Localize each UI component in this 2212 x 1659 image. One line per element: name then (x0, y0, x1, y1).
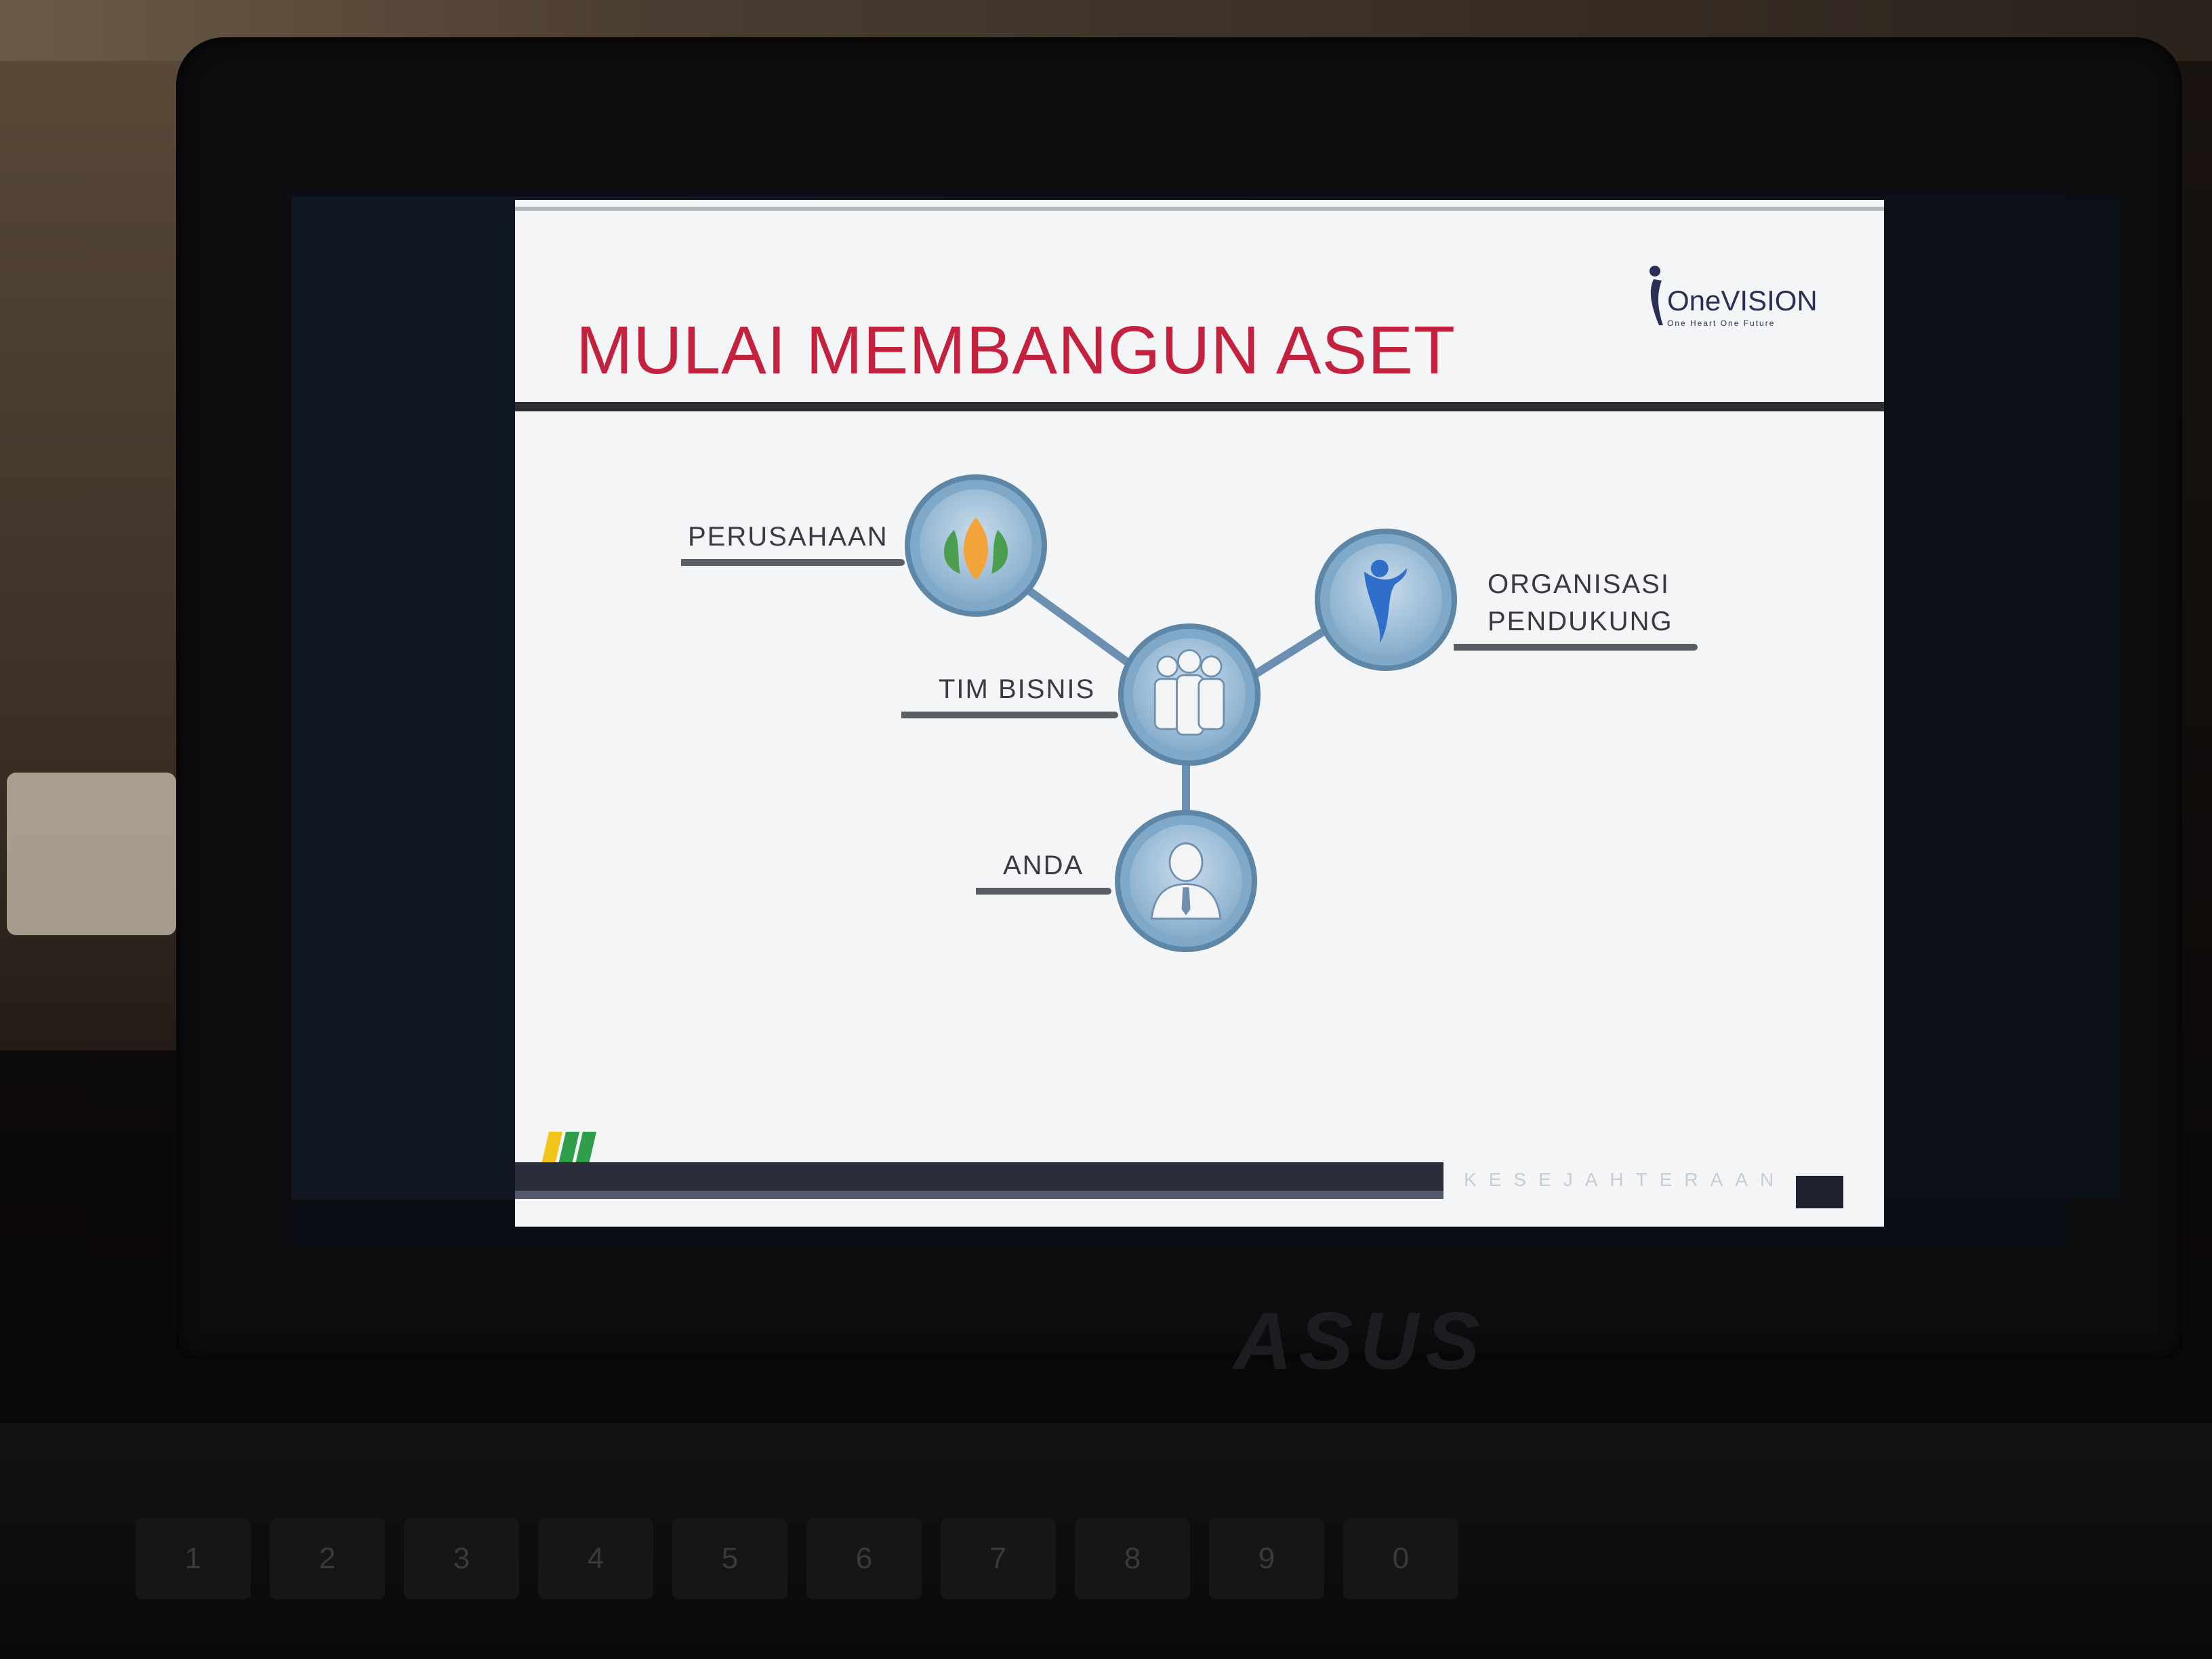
logo-tagline: One Heart One Future (1667, 319, 1776, 328)
label-support-org-line1: ORGANISASI (1488, 569, 1670, 599)
key-4[interactable]: 4 (538, 1518, 653, 1599)
team-node (1118, 623, 1261, 766)
key-5[interactable]: 5 (672, 1518, 787, 1599)
key-8[interactable]: 8 (1075, 1518, 1190, 1599)
label-you: ANDA (1003, 851, 1084, 880)
label-company-underline (681, 559, 905, 566)
key-6[interactable]: 6 (806, 1518, 922, 1599)
footer-bar-lower (515, 1191, 1443, 1199)
you-node (1115, 810, 1257, 952)
person-icon (1150, 842, 1222, 920)
support-org-node (1315, 529, 1457, 671)
key-1[interactable]: 1 (136, 1518, 251, 1599)
presentation-slide: OneVISION One Heart One Future MULAI MEM… (515, 200, 1884, 1227)
title-rule (515, 402, 1884, 411)
label-you-underline (976, 888, 1111, 895)
company-logo-icon (943, 517, 1008, 580)
slide-title: MULAI MEMBANGUN ASET (576, 312, 1456, 388)
label-support-org-underline (1454, 644, 1698, 651)
slide-top-rule (515, 207, 1884, 211)
logo-figure-icon (1650, 266, 1663, 325)
onevision-logo: OneVISION One Heart One Future (1647, 264, 1830, 339)
footer-bar (515, 1162, 1443, 1191)
company-node (905, 474, 1047, 617)
number-key-row: 1 2 3 4 5 6 7 8 9 0 (136, 1518, 2101, 1599)
key-0[interactable]: 0 (1343, 1518, 1458, 1599)
support-org-figure-icon (1364, 559, 1407, 644)
label-team-underline (901, 712, 1118, 718)
label-support-org-line2: PENDUKUNG (1488, 607, 1673, 636)
footer-word: KESEJAHTERAAN (1464, 1169, 1786, 1190)
label-company: PERUSAHAAN (688, 522, 888, 552)
team-people-icon (1153, 649, 1225, 736)
key-3[interactable]: 3 (404, 1518, 519, 1599)
key-7[interactable]: 7 (941, 1518, 1056, 1599)
keyboard: 1 2 3 4 5 6 7 8 9 0 (0, 1423, 2212, 1659)
key-2[interactable]: 2 (270, 1518, 385, 1599)
logo-text: OneVISION (1667, 285, 1818, 316)
key-9[interactable]: 9 (1209, 1518, 1324, 1599)
footer-tail (1796, 1176, 1843, 1208)
device-brand: ASUS (1233, 1296, 1487, 1387)
label-team: TIM BISNIS (939, 674, 1096, 704)
wall-outlet (7, 773, 176, 935)
